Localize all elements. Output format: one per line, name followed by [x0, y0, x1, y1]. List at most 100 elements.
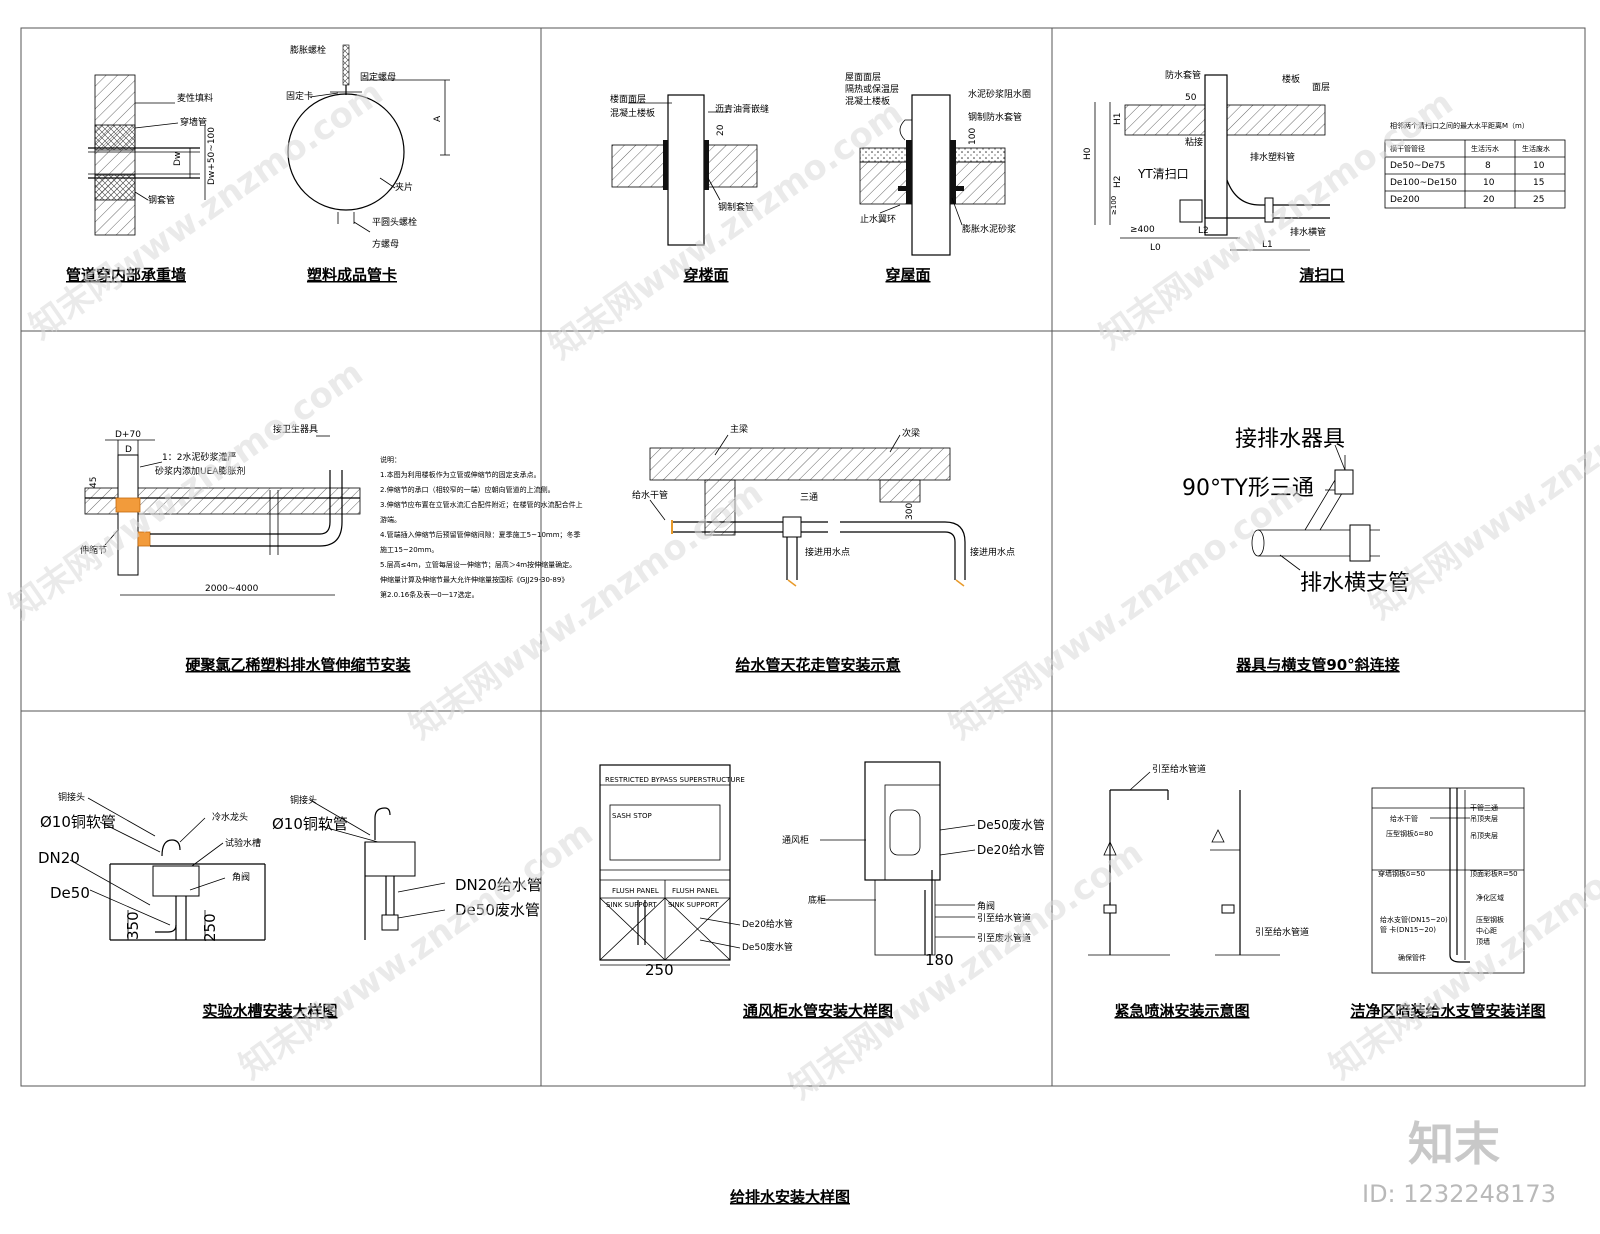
- label-dim-45: 45: [89, 477, 99, 488]
- label-dim-300: 300: [905, 503, 915, 520]
- label-dim-2000-4000: 2000~4000: [205, 584, 259, 594]
- note-line: 说明：: [380, 455, 401, 464]
- note-line: 4.管端插入伸缩节后预留管伸缩间隙：夏季施工5~10mm；冬季: [380, 530, 581, 539]
- label-sash-stop: SASH STOP: [612, 812, 652, 820]
- label-ceiling-void-a: 吊顶夹层: [1470, 814, 1498, 823]
- label-to-fixture: 接卫生器具: [273, 423, 318, 435]
- watermark-layer: 知末网www.znzmo.com 知末网www.znzmo.com 知末网www…: [2, 73, 1600, 1208]
- label-pipe-clamp: 管 卡(DN15~20): [1380, 925, 1436, 934]
- label-dim-350: 350: [124, 911, 142, 940]
- watermark-text: 知末网www.znzmo.com: [232, 813, 600, 1087]
- label-clean-area: 净化区域: [1476, 893, 1504, 902]
- label-d: D: [125, 445, 132, 455]
- caption-emergency-shower: 紧急喷淋安装示意图: [1114, 1002, 1249, 1020]
- label-steel-80: 压型钢板δ=80: [1386, 829, 1433, 838]
- table-cell: De50~De75: [1390, 161, 1445, 171]
- label-to-waste: 引至废水管道: [977, 932, 1031, 944]
- caption-ceiling-pipe: 给水管天花走管安装示意: [735, 656, 900, 674]
- label-angle-valve: 角阀: [232, 871, 250, 883]
- label-concrete-slab: 混凝土楼板: [610, 107, 655, 119]
- panel-cleanout: 防水套管 楼板 面层 50 H1 H0 H2 粘接 排水塑料管 YT清扫口 ≥1…: [1083, 69, 1566, 284]
- note-line: 第2.0.16条及表一0一17选定。: [380, 590, 479, 599]
- label-expansion-bolt: 膨胀螺栓: [290, 44, 326, 56]
- watermark-text: 知末网www.znzmo.com: [942, 473, 1310, 747]
- note-line: 伸缩量计算及伸缩节最大允许伸缩量按国标《GJJ29-30-89》: [380, 575, 568, 584]
- label-branch-pipe: 给水支管(DN15~20): [1380, 915, 1448, 924]
- label-dim-50: 50: [1185, 93, 1197, 103]
- watermark-text: 知末网www.znzmo.com: [22, 73, 390, 347]
- notes-block: 说明： 1.本图为利用楼板作为立管或伸缩节的固定支承点。 2.伸缩节的承口（相较…: [380, 455, 583, 599]
- label-copper-hose: Ø10铜软管: [40, 813, 116, 831]
- label-steel-sleeve: 钢套管: [148, 194, 175, 206]
- label-de50-waste-b: De50废水管: [977, 817, 1045, 832]
- label-bonding: 粘接: [1185, 136, 1203, 148]
- brand-logo: 知末: [1408, 1117, 1500, 1171]
- panel-lab-sink: 铜接头 Ø10铜软管 冷水龙头 试验水槽 DN20 角阀 De50 350 25…: [38, 791, 542, 1020]
- label-main-supply-9: 给水干管: [1390, 814, 1418, 823]
- label-asphalt-joint: 沥青油膏嵌缝: [715, 103, 769, 115]
- label-l0: L0: [1150, 243, 1161, 253]
- label-to-outlet: 接进用水点: [970, 546, 1015, 558]
- watermark-text: 知末网www.znzmo.com: [402, 473, 770, 747]
- label-dim-100b: ≥100: [1110, 196, 1118, 215]
- panel-expansion-joint: D+70 D 1：2水泥砂浆灌严 砂浆内添加UEA膨胀剂 45 伸缩节 接卫生器…: [80, 423, 583, 674]
- label-square-nut: 方螺母: [372, 238, 399, 250]
- caption-90deg-connection: 器具与横支管90°斜连接: [1235, 656, 1399, 674]
- label-dn20-supply: DN20给水管: [455, 876, 542, 894]
- label-h2: H2: [1113, 176, 1123, 189]
- panel-shower-clean-zone: 引至给水管道 引至给水管道 紧急喷淋安装示意图 给水干管 吊顶夹层 干管三通 压…: [1088, 763, 1546, 1020]
- label-dim-250-8: 250: [645, 961, 674, 979]
- label-center-distance: 中心距: [1476, 926, 1497, 935]
- table-head-wastewater: 生活废水: [1522, 144, 1550, 153]
- cleanout-distance-table: 相邻两个清扫口之间的最大水平距离M（m） 横干管管径 生活污水 生活废水 De5…: [1384, 121, 1566, 209]
- label-dim-a: A: [433, 115, 443, 122]
- caption-fume-hood: 通风柜水管安装大样图: [743, 1002, 893, 1020]
- table-cell: 10: [1483, 178, 1495, 188]
- watermark-text: 知末网www.znzmo.com: [782, 833, 1150, 1107]
- label-to-supply: 引至给水管道: [977, 912, 1031, 924]
- label-expansive-mortar: 膨胀水泥砂浆: [962, 223, 1016, 235]
- table-cell: 10: [1533, 161, 1545, 171]
- table-head-sewage: 生活污水: [1471, 144, 1499, 153]
- label-l2: L2: [1198, 226, 1209, 236]
- label-fume-hood: 通风柜: [782, 834, 809, 846]
- label-uea: 砂浆内添加UEA膨胀剂: [155, 465, 245, 477]
- label-dim-180: 180: [925, 951, 954, 969]
- label-to-outlet: 接进用水点: [805, 546, 850, 558]
- label-de20-supply-b: De20给水管: [977, 842, 1045, 857]
- table-cell: De100~De150: [1390, 178, 1457, 188]
- image-id: ID: 1232248173: [1362, 1180, 1556, 1208]
- label-base-cabinet: 底柜: [808, 894, 826, 906]
- label-waterproof-sleeve: 钢制防水套管: [968, 111, 1022, 123]
- label-l1: L1: [1262, 240, 1273, 250]
- label-dn20: DN20: [38, 849, 80, 867]
- label-steel-casing: 钢制套管: [718, 201, 754, 213]
- label-expansion-piece: 伸缩节: [80, 544, 107, 556]
- label-round-bolt: 平圆头螺栓: [372, 216, 417, 228]
- label-dim-100: 100: [968, 128, 978, 145]
- table-cell: De200: [1390, 195, 1420, 205]
- table-title: 相邻两个清扫口之间的最大水平距离M（m）: [1390, 121, 1529, 130]
- label-fixing-clamp: 固定卡: [286, 90, 313, 102]
- sheet-title: 给排水安装大样图: [730, 1188, 850, 1206]
- label-waterproof-sleeve-3: 防水套管: [1165, 69, 1201, 81]
- label-flush-panel-l: FLUSH PANEL: [612, 887, 659, 895]
- label-flush-panel-r: FLUSH PANEL: [672, 887, 719, 895]
- note-line: 施工15~20mm。: [380, 545, 438, 554]
- label-test-sink: 试验水槽: [225, 837, 261, 849]
- table-head-diameter: 横干管管径: [1390, 144, 1425, 153]
- label-clip: 夹片: [395, 181, 413, 193]
- label-filler: 麦性填料: [177, 92, 213, 104]
- label-surface: 面层: [1312, 82, 1330, 93]
- label-to-supply-9a: 引至给水管道: [1152, 763, 1206, 775]
- panel-floor-roof-penetration: 楼面面层 混凝土楼板 沥青油膏嵌缝 20 钢制套管 屋面面层 隔热或保温层 混凝…: [610, 72, 1031, 284]
- table-cell: 20: [1483, 195, 1495, 205]
- watermark-text: 知末网www.znzmo.com: [1362, 353, 1600, 627]
- note-line: 5.层高≤4m，立管每层设一伸缩节；层高＞4m按伸缩量确定。: [380, 560, 576, 569]
- label-copper-hose-b: Ø10铜软管: [272, 815, 348, 833]
- label-sink-support-r: SINK SUPPORT: [668, 901, 719, 909]
- label-angle-valve-8: 角阀: [977, 900, 995, 912]
- label-insulation: 隔热或保温层: [845, 83, 899, 95]
- label-dim-250: 250: [201, 913, 219, 942]
